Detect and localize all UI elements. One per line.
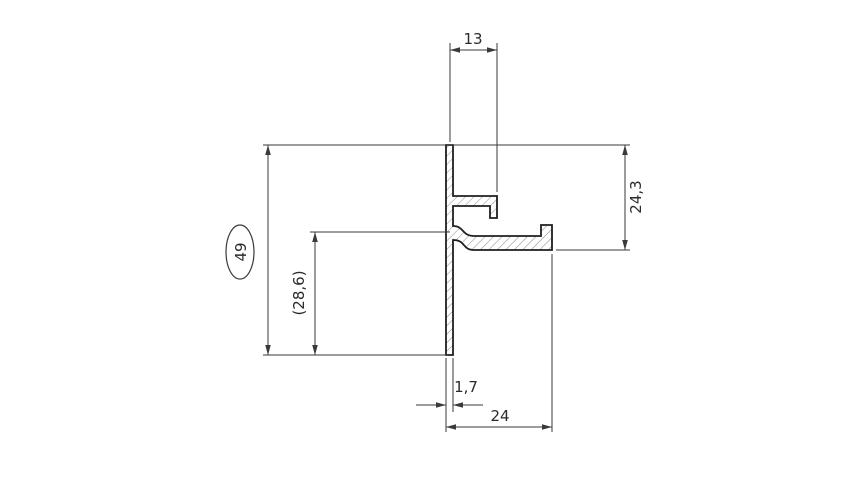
dim-label-right-height: 24,3 — [627, 180, 645, 213]
dim-label-top-width: 13 — [463, 30, 482, 48]
dimension-lines — [225, 47, 628, 430]
dim-label-overall-height: 49 — [232, 242, 250, 261]
extension-lines — [263, 43, 630, 432]
dim-label-bottom-width: 24 — [490, 407, 509, 425]
profile-section — [445, 144, 553, 356]
dim-label-wall-thickness: 1,7 — [454, 378, 478, 396]
dim-label-lower-height: (28,6) — [290, 270, 308, 315]
dimension-labels: 13 24,3 49 (28,6) 1,7 24 — [232, 30, 645, 425]
profile-outline — [445, 144, 553, 356]
overall-height-balloon — [225, 224, 255, 280]
